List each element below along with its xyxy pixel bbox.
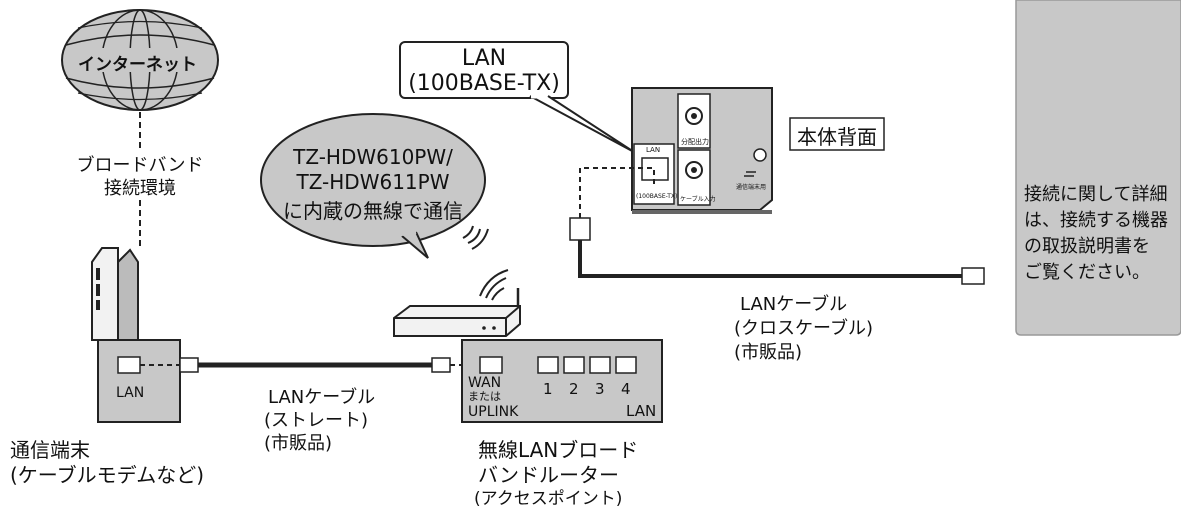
rear-panel	[631, 87, 773, 214]
router-port-3: 3	[595, 380, 605, 398]
builtin-wireless-line3: に内蔵の無線で通信	[283, 199, 463, 223]
router-wan-label: WAN	[468, 375, 502, 391]
lan-spec-line1: LAN	[461, 46, 507, 71]
router-port-4: 4	[621, 380, 631, 398]
panel-cable-in-label: ケーブル入力	[680, 196, 716, 203]
broadband-label-line2: 接続環境	[104, 178, 176, 199]
note-line3: の取扱説明書を	[1024, 236, 1150, 257]
broadband-label-line1: ブロードバンド	[76, 155, 204, 176]
internet-label: インターネット	[78, 55, 197, 75]
builtin-wireless-line1: TZ-HDW610PW/	[293, 145, 453, 169]
builtin-wireless-line2: TZ-HDW611PW	[296, 170, 450, 194]
panel-split-out-label: 分配出力	[681, 138, 709, 146]
lan-spec-callout	[399, 41, 635, 153]
builtin-wireless-bubble	[260, 113, 486, 259]
lan-spec-line2: (100BASE-TX)	[408, 71, 560, 96]
cross-cable-line3: (市販品)	[734, 342, 803, 363]
straight-cable-line1: LANケーブル	[268, 387, 376, 408]
rear-panel-label: 本体背面	[797, 125, 877, 149]
modem-device	[91, 247, 181, 423]
modem-label-line1: 通信端末	[10, 438, 90, 462]
router-port-1: 1	[543, 380, 553, 398]
straight-cable-line2: (ストレート)	[264, 410, 369, 431]
wireless-signal-icon	[462, 225, 489, 250]
note-line2: は、接続する機器	[1024, 210, 1168, 231]
router-lan-label: LAN	[626, 402, 657, 420]
modem-port-label: LAN	[116, 385, 145, 401]
router-port-2: 2	[569, 380, 579, 398]
straight-cable-line3: (市販品)	[264, 433, 333, 454]
panel-ground-label: 通信端末用	[736, 184, 767, 191]
panel-lan-spec-label: (100BASE-TX)	[636, 193, 678, 200]
cross-cable-line1: LANケーブル	[740, 294, 848, 315]
router-device	[393, 269, 663, 423]
internet-globe-icon	[61, 9, 219, 111]
router-label-line2: バンドルーター	[478, 463, 619, 487]
router-wan-alt-label: または	[468, 390, 501, 403]
panel-lan-label: LAN	[646, 146, 661, 154]
router-uplink-label: UPLINK	[468, 404, 519, 420]
router-sub-label: (アクセスポイント)	[474, 489, 623, 509]
note-line4: ご覧ください。	[1024, 262, 1150, 283]
note-line1: 接続に関して詳細	[1024, 184, 1168, 205]
cross-cable-line2: (クロスケーブル)	[734, 318, 873, 339]
modem-label-line2: (ケーブルモデムなど)	[10, 463, 205, 487]
router-label-line1: 無線LANブロード	[478, 438, 639, 462]
